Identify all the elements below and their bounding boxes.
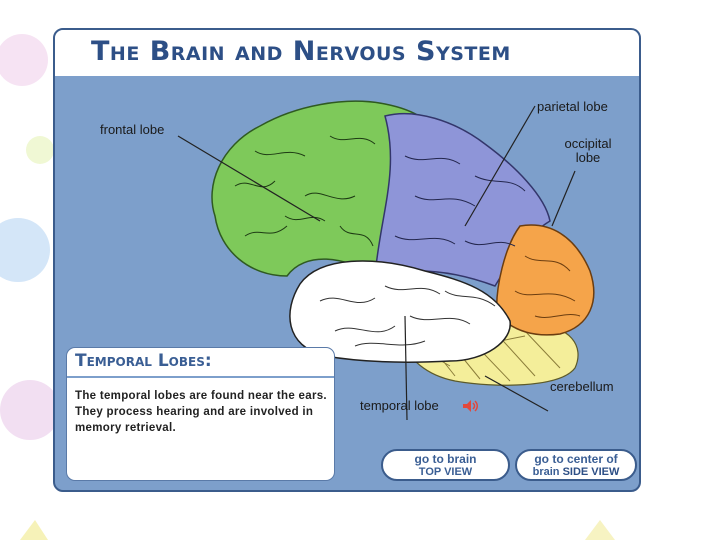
occipital-label-line1: occipital bbox=[564, 136, 612, 151]
side-view-button-brain: brain bbox=[532, 466, 560, 478]
side-view-button-line1: go to center of bbox=[534, 452, 618, 466]
brain-panel: The Brain and Nervous System bbox=[53, 28, 641, 492]
frontal-lobe-label: frontal lobe bbox=[100, 122, 165, 137]
side-view-button-view: SIDE VIEW bbox=[562, 466, 620, 478]
info-divider bbox=[67, 376, 334, 378]
side-view-button-line2: brain SIDE VIEW bbox=[517, 466, 635, 478]
brain-illustration bbox=[177, 100, 595, 421]
speaker-icon[interactable] bbox=[462, 399, 480, 413]
pointer-lines bbox=[177, 105, 576, 421]
go-to-center-side-view-button[interactable]: go to center of brain SIDE VIEW bbox=[515, 449, 637, 481]
occipital-label-line2: lobe bbox=[575, 150, 601, 165]
info-body: The temporal lobes are found near the ea… bbox=[75, 390, 327, 434]
parietal-lobe-label: parietal lobe bbox=[537, 99, 608, 114]
top-view-button-line2: TOP VIEW bbox=[418, 466, 473, 478]
temporal-lobe-label: temporal lobe bbox=[360, 398, 439, 413]
title-bar: The Brain and Nervous System bbox=[55, 30, 639, 76]
occipital-lobe-region bbox=[496, 224, 595, 336]
occipital-lobe-label: occipital lobe bbox=[553, 137, 623, 165]
page-title: The Brain and Nervous System bbox=[91, 36, 511, 67]
info-box: Temporal Lobes: The temporal lobes are f… bbox=[66, 347, 335, 481]
top-view-button-line1: go to brain bbox=[414, 452, 477, 466]
go-to-brain-top-view-button[interactable]: go to brain TOP VIEW bbox=[381, 449, 510, 481]
cerebellum-label: cerebellum bbox=[550, 379, 614, 394]
info-heading: Temporal Lobes: bbox=[75, 351, 212, 371]
